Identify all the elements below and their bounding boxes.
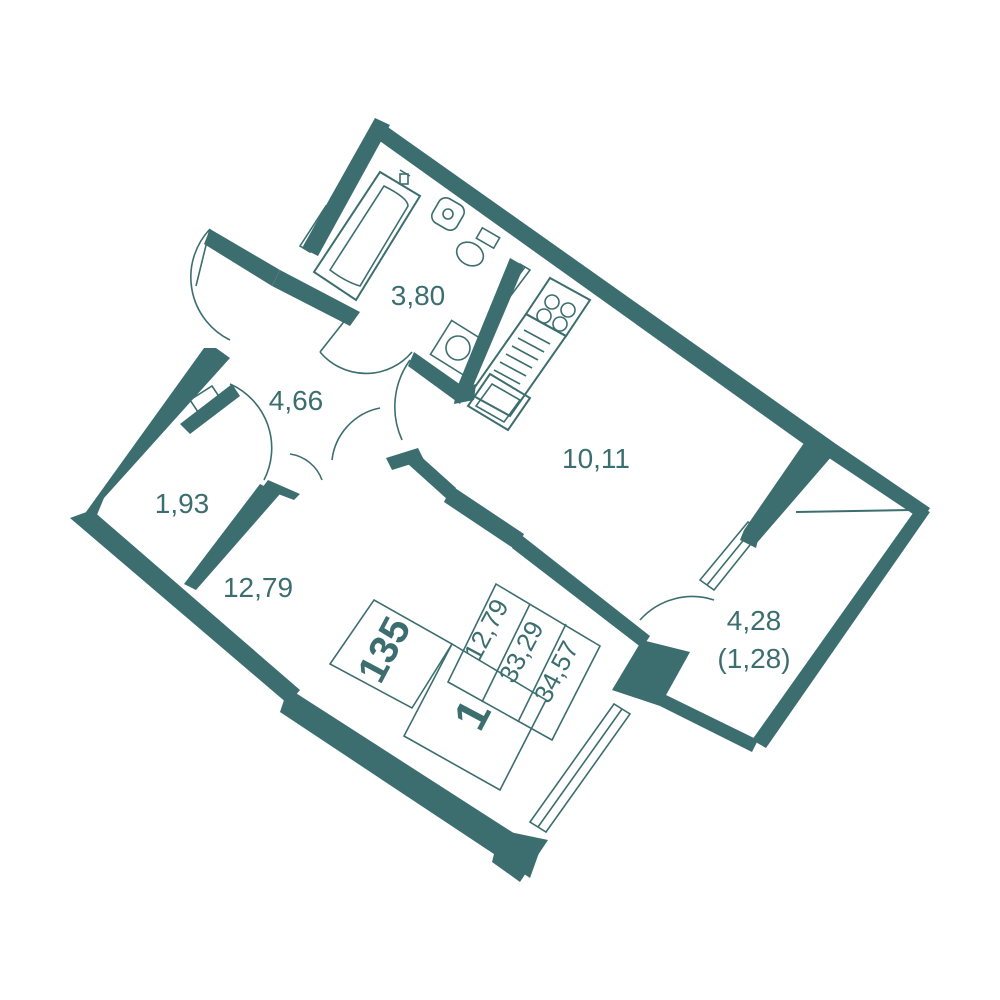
room-area-storage: 1,93: [155, 488, 210, 519]
door-swing-icon: [190, 228, 715, 621]
room-area-balcony: 4,28: [727, 605, 782, 636]
balcony-outline: [660, 444, 930, 752]
room-area-balcony-reduced: (1,28): [717, 643, 790, 674]
kitchen-counter-icon: [468, 312, 568, 418]
bathtub-icon: [312, 169, 422, 302]
room-count: 1: [443, 691, 501, 738]
apartment-summary: [328, 582, 602, 792]
washing-machine-icon: [429, 319, 487, 377]
stove-icon: [524, 276, 592, 338]
apartment-number: 135: [349, 610, 419, 690]
room-area-hallway: 4,66: [269, 385, 324, 416]
outer-walls: [70, 118, 836, 882]
sink-icon: [466, 372, 532, 432]
washbasin-icon: [431, 197, 465, 231]
room-area-living: 12,79: [223, 572, 293, 603]
room-area-bathroom: 3,80: [391, 280, 446, 311]
room-area-kitchen: 10,11: [562, 443, 630, 474]
toilet-icon: [455, 226, 501, 267]
window-icon: [188, 204, 764, 834]
